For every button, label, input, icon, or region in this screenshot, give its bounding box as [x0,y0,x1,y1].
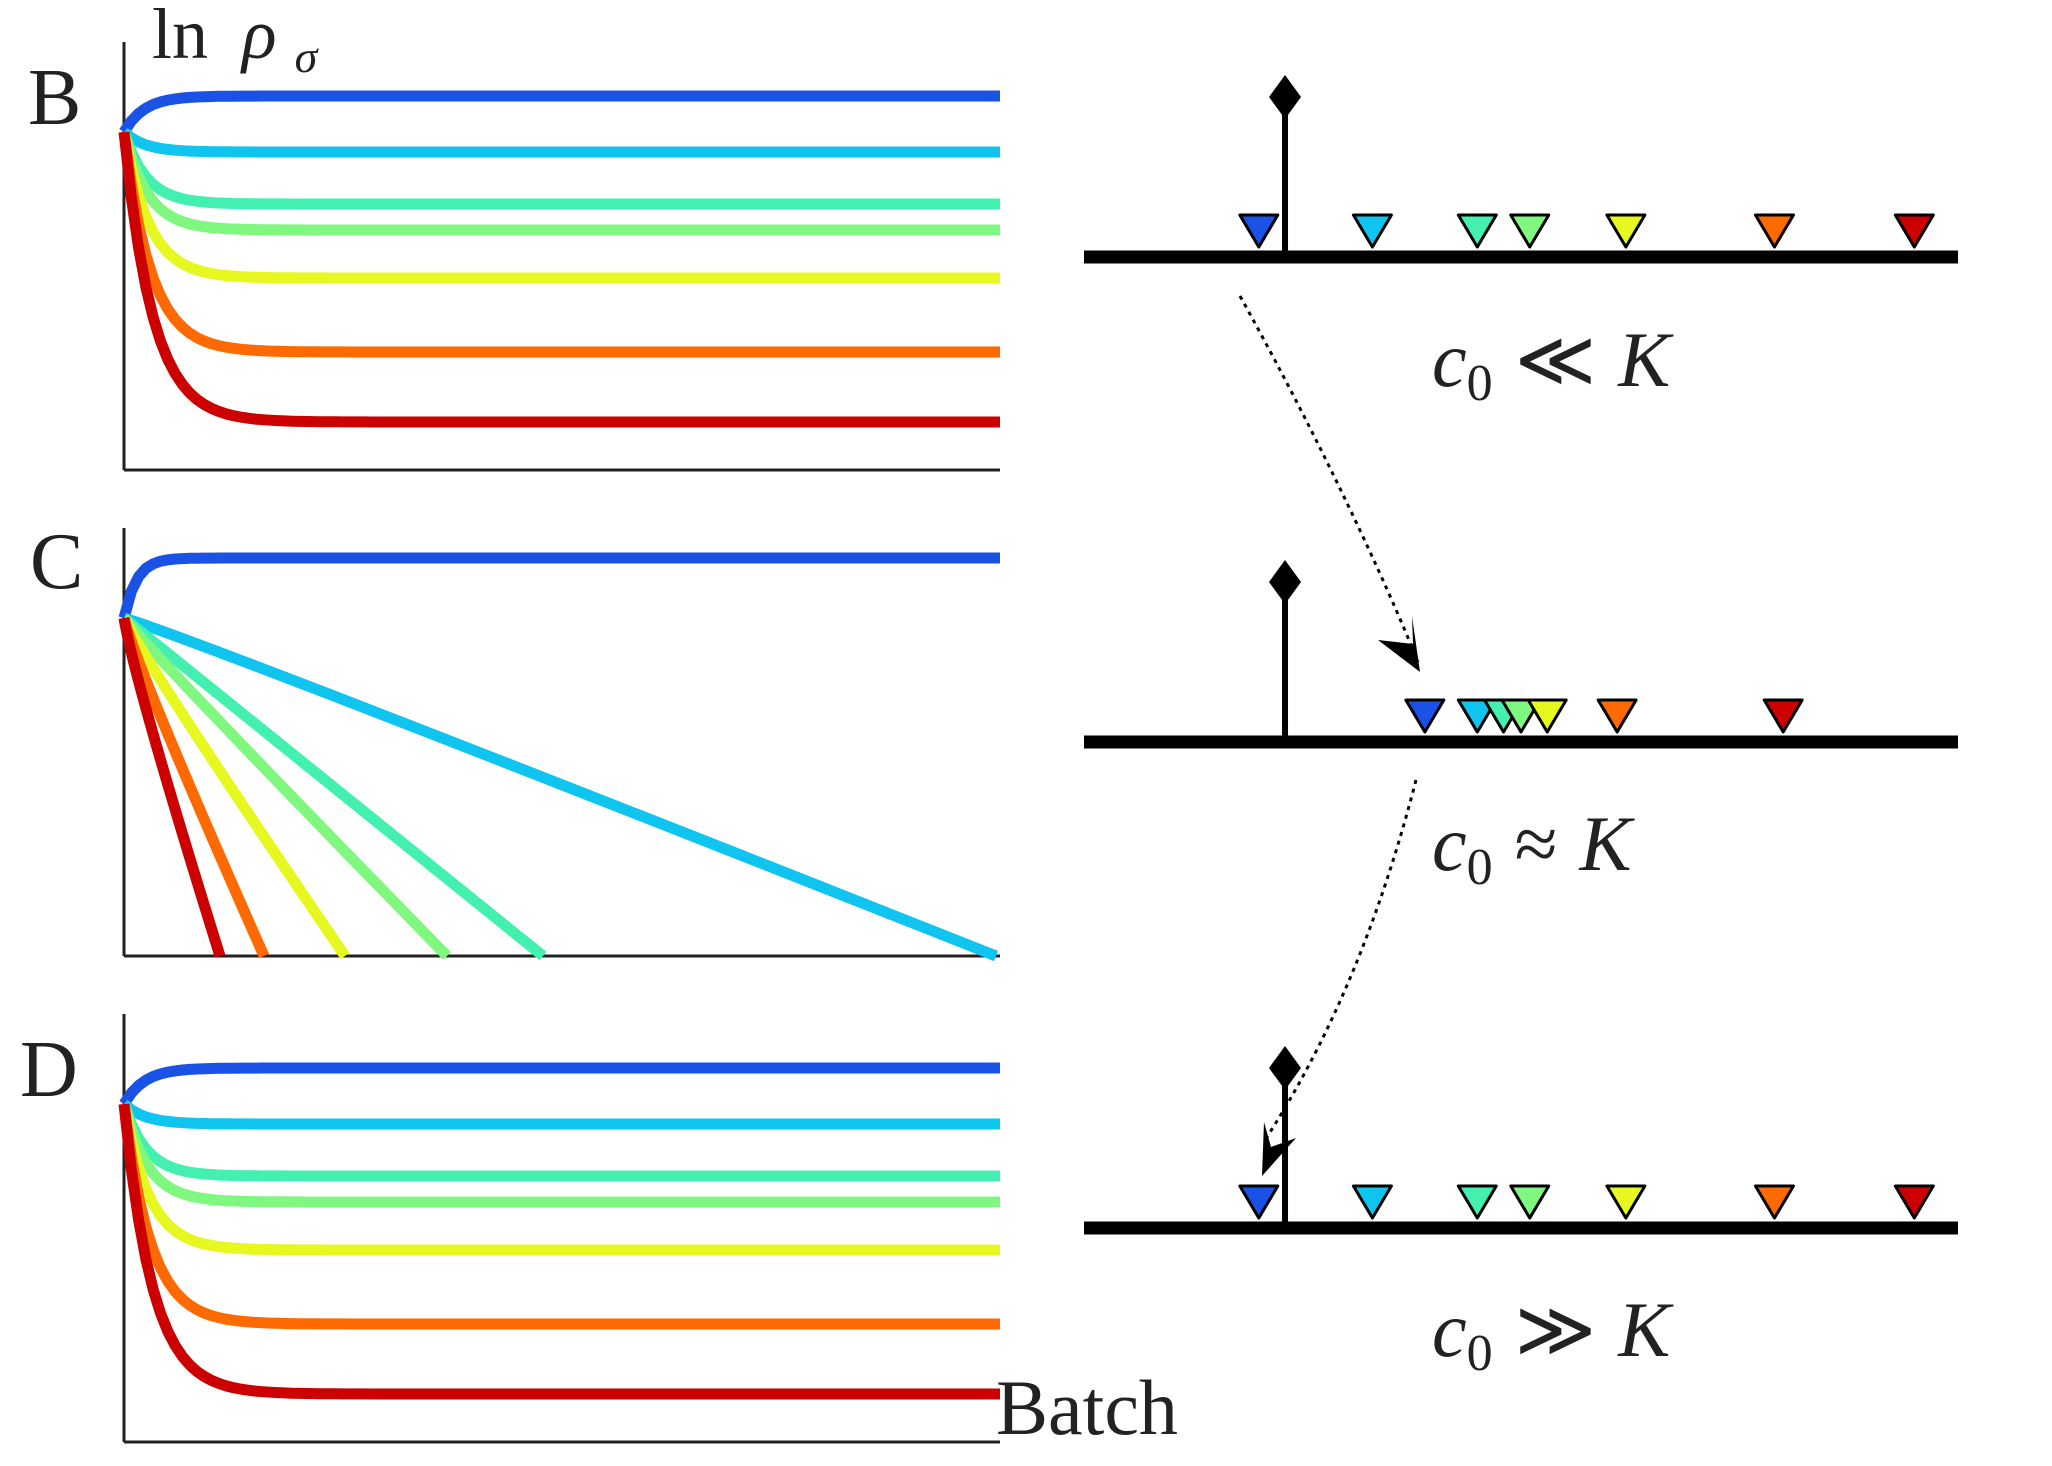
panel-d-curve-4 [118,1102,1000,1208]
panel-b-curves [118,90,1000,428]
panel-d-curve-6 [118,1103,1000,1330]
panel-b-condition-rel: ≪ [1515,316,1597,403]
panel-d-curve-1 [119,1062,1000,1108]
panel-c-condition-lhs: c [1432,800,1467,887]
panel-d-condition-sub: 0 [1467,1325,1493,1382]
panel-c: C c0 ≈K [30,518,1958,962]
panel-d-number-line [1084,1046,1958,1235]
transition-arrow-b-to-c [1238,295,1420,663]
panel-c-plot [118,528,1000,962]
panel-d-marker-5 [1605,1184,1647,1220]
panel-d-plot [118,1014,1000,1444]
panel-d-curve-2 [120,1099,1000,1130]
panel-c-curve-2 [122,612,999,962]
panel-d-marker-6 [1753,1184,1795,1220]
panel-d-condition-rhs: K [1617,1286,1674,1373]
panel-b-curve-6 [118,131,1000,358]
panel-d-marker-2 [1351,1184,1393,1220]
panel-c-threshold-diamond [1269,560,1302,604]
panel-c-marker-5 [1526,698,1568,734]
panel-b-curve-2 [120,127,1000,158]
panel-b-marker-4 [1509,213,1551,249]
transition-arrow-b-to-c-head [1378,616,1420,672]
panel-d-threshold-diamond [1269,1046,1302,1090]
panel-b-label: B [28,54,81,142]
x-axis-label: Batch [996,1364,1178,1451]
panel-c-condition-sub: 0 [1467,839,1493,896]
panel-d-markers [1238,1184,1935,1220]
panel-c-curve-5 [119,615,350,960]
panel-b-marker-5 [1605,213,1647,249]
panel-b-threshold-diamond [1269,75,1302,119]
panel-d: D c0 ≫K [20,1014,1958,1444]
panel-d-curve-3 [118,1102,1000,1182]
panel-b-curve-4 [118,130,1000,236]
y-axis-label-rho: ρ [240,0,277,74]
panel-b-curve-5 [118,130,1000,284]
panel-b-condition-rhs: K [1617,316,1674,403]
transition-arrow-c-to-d [1263,779,1418,1141]
panel-c-number-line [1084,560,1958,749]
panel-c-marker-6 [1596,698,1638,734]
panel-c-curve-7 [118,617,226,958]
panel-b-marker-3 [1456,213,1498,249]
panel-b-marker-2 [1351,213,1393,249]
y-axis-label: ln ρ σ [152,0,320,82]
panel-c-condition-rel: ≈ [1515,800,1558,887]
panel-c-markers [1404,698,1804,734]
panel-c-condition-rhs: K [1578,800,1635,887]
panel-b-number-line [1084,75,1958,264]
panel-c-marker-4 [1500,698,1542,734]
panel-b-condition: c0 ≪K [1432,316,1674,412]
panel-d-condition-lhs: c [1432,1286,1467,1373]
panel-d-marker-7 [1893,1184,1935,1220]
panel-b-condition-lhs: c [1432,316,1467,403]
panel-d-curve-5 [118,1102,1000,1256]
panel-c-threshold [1269,560,1302,736]
panel-b-curve-1 [119,90,1000,136]
panel-d-label: D [20,1026,78,1114]
panel-c-curve-1 [118,552,1000,620]
panel-c-marker-1 [1404,698,1446,734]
panel-b-plot [118,42,1000,472]
panel-d-condition-rel: ≫ [1515,1286,1597,1373]
panel-b-marker-6 [1753,213,1795,249]
panel-b-marker-1 [1238,213,1280,249]
transition-arrow-c-to-d-head [1262,1122,1296,1176]
panel-b-curve-3 [118,130,1000,210]
panel-d-marker-1 [1238,1184,1280,1220]
panel-d-curve-7 [118,1103,1000,1400]
panel-b-curve-7 [118,131,1000,428]
panel-c-curves [118,552,1000,962]
panel-b-markers [1238,213,1935,249]
panel-d-condition: c0 ≫K [1432,1286,1674,1382]
panel-c-label: C [30,518,83,606]
panel-b-threshold [1269,75,1302,251]
panel-d-marker-3 [1456,1184,1498,1220]
y-axis-label-ln: ln [152,0,208,74]
panel-d-curves [118,1062,1000,1400]
panel-d-marker-4 [1509,1184,1551,1220]
panel-c-marker-2 [1456,698,1498,734]
panel-b-marker-7 [1893,213,1935,249]
y-axis-label-sub: σ [295,31,320,82]
panel-c-condition: c0 ≈K [1432,800,1635,896]
panel-c-marker-7 [1762,698,1804,734]
panel-b: B c0 ≪K [28,42,1958,472]
panel-b-condition-sub: 0 [1467,355,1493,412]
